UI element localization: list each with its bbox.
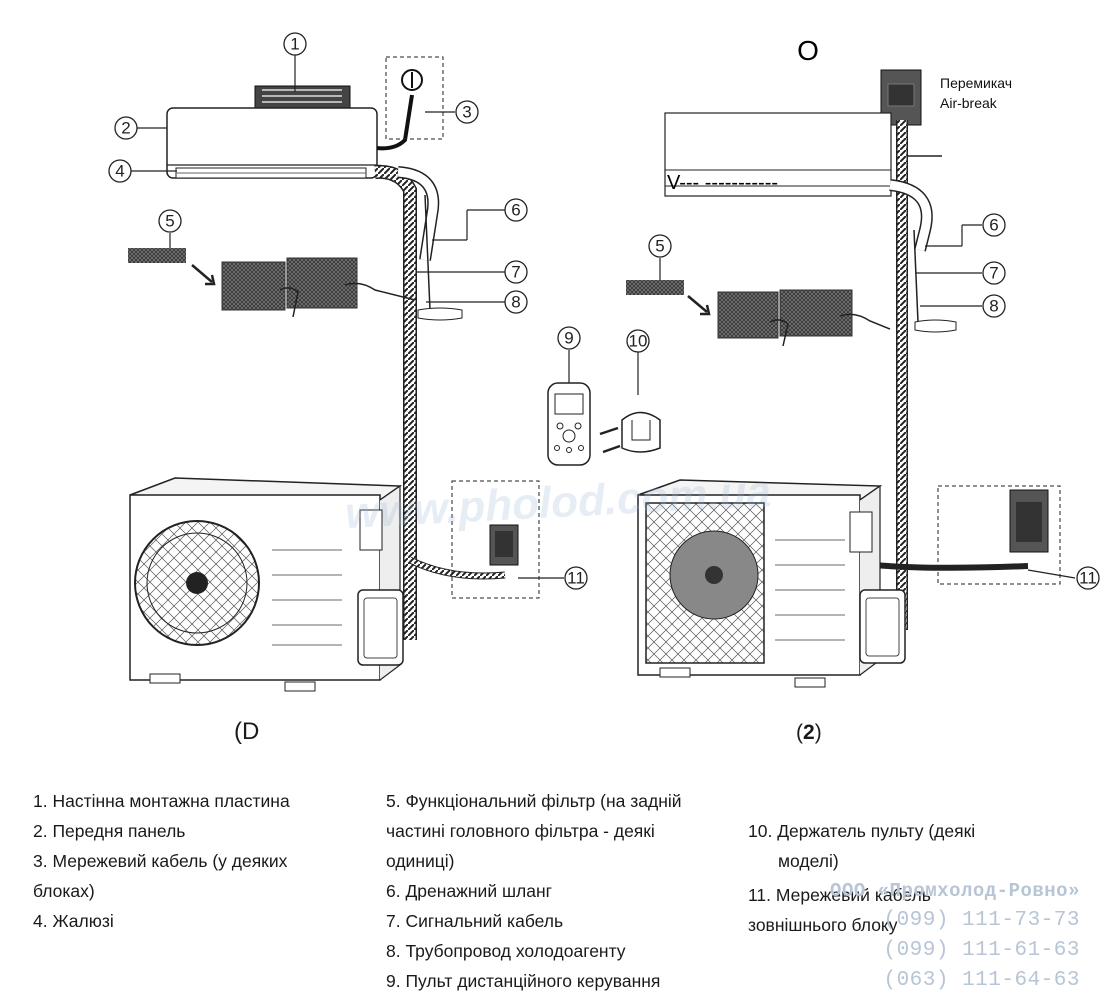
callout-number: 9: [564, 329, 573, 348]
legend-item-8: 8. Трубопровод холодоагенту: [386, 941, 626, 961]
right-outdoor-unit: [637, 479, 906, 688]
remote-holder: [599, 411, 661, 454]
legend-item-3: 3. Мережевий кабель (у деяких: [33, 851, 288, 871]
caption-right-open: (: [796, 721, 803, 744]
callout-number: 6: [511, 201, 520, 220]
right-network-cable-box: [937, 485, 1061, 585]
callout-right-6: 6: [982, 213, 1006, 237]
remote-control: [547, 382, 591, 466]
caption-left: (D: [234, 718, 260, 745]
callout-number: 7: [989, 264, 998, 283]
callout-left-7: 7: [504, 260, 528, 284]
legend-item-9: 9. Пульт дистанційного керування: [386, 971, 661, 991]
right-filter: [626, 280, 891, 347]
callout-left-8: 8: [504, 290, 528, 314]
watermark-phone-1: (099) 111-73-73: [883, 909, 1080, 932]
callout-number: 7: [511, 263, 520, 282]
legend-col2: 5. Функціональний фільтр (на задній част…: [386, 786, 682, 996]
callout-number: 11: [567, 569, 585, 588]
indoor2-text: V--- -----------: [667, 172, 778, 194]
legend-item-5-cont1: частині головного фільтра - деякі: [386, 821, 655, 841]
left-network-cable-box: [451, 480, 540, 599]
legend-item-10: 10. Держатель пульту (деякі: [748, 821, 976, 841]
callout-right-5: 5: [648, 234, 672, 258]
watermark-company: ООО «Промхолод-Ровно»: [830, 880, 1080, 902]
callout-number: 6: [989, 216, 998, 235]
callout-number: 8: [989, 297, 998, 316]
legend-item-2: 2. Передня панель: [33, 821, 186, 841]
callout-left-6: 6: [504, 198, 528, 222]
callout-left-2: 2: [114, 116, 138, 140]
callout-number: 8: [511, 293, 520, 312]
right-indoor-unit: [664, 112, 942, 197]
legend-item-10-cont: моделі): [778, 851, 839, 871]
watermark-phone-2: (099) 111-61-63: [883, 939, 1080, 962]
caption-right-close: ): [814, 721, 822, 744]
watermark-contacts: ООО «Промхолод-Ровно» (099) 111-73-73 (0…: [830, 876, 1080, 996]
callout-number: 10: [629, 332, 648, 351]
callout-number: 4: [115, 162, 124, 181]
right-pipe-bundle: [874, 120, 1029, 630]
callout-center-9: 9: [557, 326, 581, 350]
airbreak-label-line1: Перемикач: [940, 75, 1013, 91]
airbreak-label: Перемикач Air-break: [940, 73, 1012, 113]
right-callouts: [659, 224, 1076, 579]
airbreak-switch: [880, 69, 922, 126]
left-outdoor-unit: [129, 477, 404, 692]
callout-left-11: 11: [564, 566, 588, 590]
legend-item-5: 5. Функціональний фільтр (на задній: [386, 791, 682, 811]
callout-right-11: 11: [1076, 566, 1100, 590]
legend-item-3-cont: блоках): [33, 881, 95, 901]
callout-left-3: 3: [455, 100, 479, 124]
legend-item-4: 4. Жалюзі: [33, 911, 114, 931]
power-cable-box: [385, 56, 444, 140]
legend-item-6: 6. Дренажний шланг: [386, 881, 552, 901]
left-indoor-unit: [166, 69, 423, 179]
top-letter: O: [797, 35, 819, 66]
callout-right-7: 7: [982, 261, 1006, 285]
left-callouts: [131, 55, 564, 579]
callout-layer: 1 2 3 4 5 6 7 8 11 9 10 5 6 7 8 11: [108, 32, 1100, 590]
left-pipe-bundle: [374, 164, 506, 640]
callout-number: 1: [290, 35, 299, 54]
legend-col3: 10. Держатель пульту (деякі моделі) 11. …: [748, 816, 975, 940]
airbreak-label-line2: Air-break: [940, 95, 997, 111]
legend-item-11: 11. Мережевий кабель: [748, 885, 931, 905]
callout-left-5: 5: [158, 209, 182, 233]
legend-item-11-cont: зовнішнього блоку: [748, 915, 898, 935]
caption-right-bold: 2: [803, 721, 815, 744]
callout-number: 5: [165, 212, 174, 231]
callout-number: 5: [655, 237, 664, 256]
left-filter: [128, 248, 416, 318]
watermark-phone-3: (063) 111-64-63: [883, 969, 1080, 992]
caption-right: (2): [796, 721, 822, 745]
legend-item-5-cont2: одиниці): [386, 851, 455, 871]
callout-number: 11: [1079, 569, 1097, 588]
callout-number: 3: [462, 103, 471, 122]
callout-center-10: 10: [626, 329, 650, 353]
installation-diagram: 1 2 3 4 5 6 7 8 11 9 10 5 6 7 8 11 O V--- -----------: [108, 32, 1100, 692]
callout-left-4: 4: [108, 159, 132, 183]
legend-item-7: 7. Сигнальний кабель: [386, 911, 564, 931]
legend-item-1: 1. Настінна монтажна пластина: [33, 791, 290, 811]
legend-col1: 1. Настінна монтажна пластина 2. Передня…: [33, 786, 290, 936]
callout-number: 2: [121, 119, 130, 138]
callout-right-8: 8: [982, 294, 1006, 318]
callout-left-1: 1: [283, 32, 307, 56]
